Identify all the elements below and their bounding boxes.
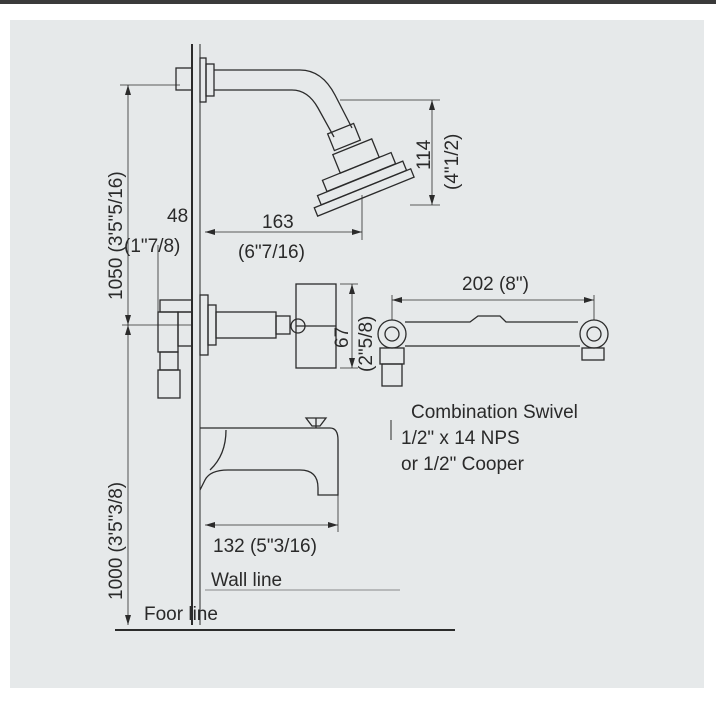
label-dim-202: 202 (8") [462,274,529,295]
arrow-132-left [205,522,215,528]
shower-arm-nut [175,67,193,91]
arrow-132-right [328,522,338,528]
arrow-1000-bottom [125,615,131,625]
label-dim-163-in: (6"7/16) [238,242,305,263]
swivel-bar [405,315,580,347]
diverter-knob [304,417,328,427]
valve-inlet-lower [157,369,181,399]
swivel-right-joint-inner [586,326,602,342]
label-dim-67: 67 [332,327,353,348]
arrow-163-right [352,229,362,235]
arrow-67-top [349,284,355,294]
arrow-1050-bottom [125,315,131,325]
valve-body-right [177,311,193,347]
arrow-114-top [429,100,435,110]
arrow-114-bottom [429,195,435,205]
arrow-1050-top [125,85,131,95]
shower-flange-collar [205,63,215,97]
arrow-1000-top [125,325,131,335]
label-dim-114: 114 [414,139,435,170]
showerhead-ball [326,122,362,152]
label-dim-1000: 1000 (3'5"3/8) [106,482,127,600]
arrow-163-left [205,229,215,235]
label-dim-48: 48 [167,206,188,227]
label-swivel-line2: 1/2" x 14 NPS [401,428,520,449]
label-swivel-line1: Combination Swivel [411,402,578,423]
label-wall-line: Wall line [211,570,282,591]
label-dim-163: 163 [262,212,294,233]
arrow-67-bottom [349,358,355,368]
shower-arm [214,69,353,138]
label-swivel-line3: or 1/2" Cooper [401,454,525,475]
tub-spout-shade [209,429,227,471]
arrow-202-right [584,297,594,303]
label-dim-48-in: (1"7/8) [124,236,180,257]
label-dim-67-in: (2"5/8) [356,316,377,372]
arrow-202-left [392,297,402,303]
swivel-left-thread [381,363,403,387]
showerhead-face-3 [313,167,415,217]
label-dim-132: 132 (5"3/16) [213,536,317,557]
label-dim-1050: 1050 (3'5"5/16) [106,171,127,300]
tub-spout [199,427,339,496]
top-border [0,0,716,4]
valve-stem-nut [275,315,291,335]
label-dim-114-in: (4"1/2) [442,134,463,190]
label-floor-line: Foor line [144,604,218,625]
swivel-left-joint-inner [384,326,400,342]
swivel-right-nut [581,347,605,361]
